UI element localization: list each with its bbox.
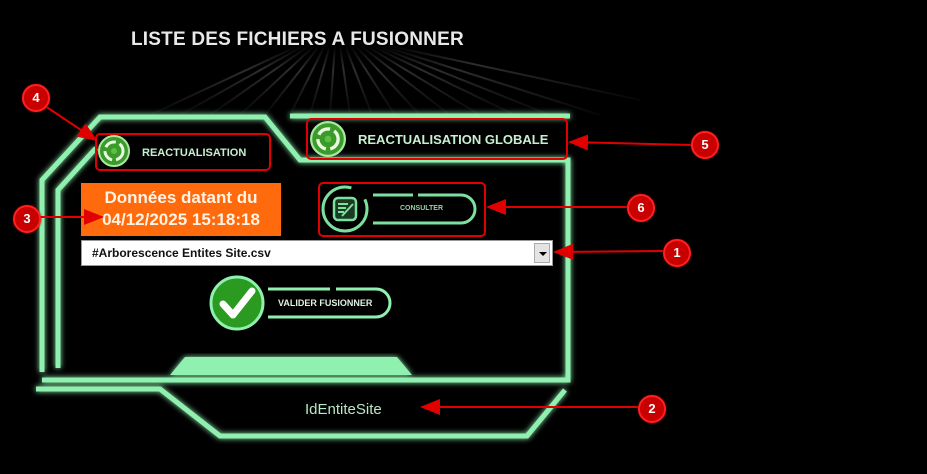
valider-fusionner-button[interactable]: VALIDER FUSIONNER	[208, 274, 394, 332]
reactualisation-globale-button[interactable]: REACTUALISATION GLOBALE	[306, 118, 568, 160]
annotation-marker-6: 6	[627, 194, 655, 222]
reactualisation-button[interactable]: REACTUALISATION	[95, 133, 271, 171]
recycle-icon	[98, 135, 130, 167]
reactualisation-globale-label: REACTUALISATION GLOBALE	[358, 132, 549, 147]
data-date-banner: Données datant du 04/12/2025 15:18:18	[81, 183, 281, 236]
annotation-marker-4: 4	[22, 84, 50, 112]
edit-document-icon	[332, 196, 358, 222]
annotation-box-4	[95, 133, 271, 171]
consulter-button-frame	[321, 185, 477, 233]
annotation-marker-3: 3	[13, 205, 41, 233]
consulter-button[interactable]: CONSULTER	[318, 182, 486, 237]
annotation-marker-2: 2	[638, 395, 666, 423]
valider-fusionner-label: VALIDER FUSIONNER	[278, 298, 373, 308]
reactualisation-label: REACTUALISATION	[142, 147, 247, 159]
annotation-box-5	[306, 118, 568, 160]
data-date-line2: 04/12/2025 15:18:18	[102, 210, 260, 229]
chevron-down-icon[interactable]	[534, 243, 550, 263]
annotation-box-6	[318, 182, 486, 237]
annotation-marker-1: 1	[663, 239, 691, 267]
page-title: LISTE DES FICHIERS A FUSIONNER	[131, 29, 464, 50]
recycle-icon	[310, 121, 346, 157]
consulter-label: CONSULTER	[400, 205, 444, 212]
annotation-marker-5: 5	[691, 131, 719, 159]
valider-button-frame	[209, 275, 392, 331]
data-date-line1: Données datant du	[104, 188, 258, 207]
footer-field: IdEntiteSite	[305, 401, 382, 418]
file-select-value: #Arborescence Entites Site.csv	[92, 246, 271, 260]
file-select[interactable]: #Arborescence Entites Site.csv	[81, 240, 553, 266]
